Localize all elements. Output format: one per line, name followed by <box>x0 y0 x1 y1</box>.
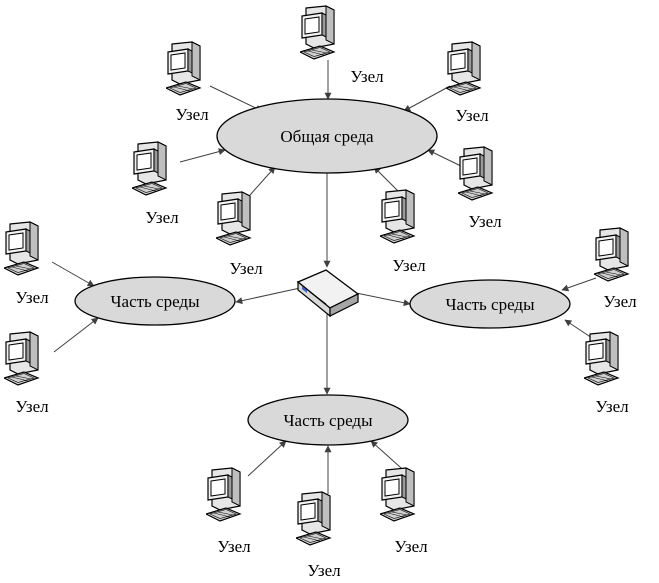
desktop-computer-icon <box>166 41 201 96</box>
node-label: Узел <box>145 208 179 227</box>
node-label: Узел <box>603 292 637 311</box>
node-computer-right-lower: Узел <box>584 331 629 416</box>
node-computer-bottom-left: Узел <box>206 467 251 556</box>
network-switch-icon <box>296 269 360 318</box>
desktop-computer-icon <box>594 227 629 282</box>
node-label: Узел <box>229 259 263 278</box>
arrow-node-top-left <box>209 85 263 112</box>
node-computer-right-upper: Узел <box>594 227 637 311</box>
desktop-computer-icon <box>216 191 251 246</box>
arrow-node-inner-left <box>249 166 276 196</box>
segment-right-label: Часть среды <box>445 295 535 314</box>
node-computer-inner-right: Узел <box>380 189 426 275</box>
node-computer-mid-left: Узел <box>132 141 179 227</box>
connection-arrows <box>51 60 599 494</box>
arrow-switch-to-right <box>355 292 411 307</box>
node-computer-inner-left: Узел <box>216 191 263 278</box>
node-label: Узел <box>595 397 629 416</box>
segment-right: Часть среды <box>409 279 571 329</box>
node-label: Узел <box>394 537 428 556</box>
arrow-node-top-right <box>403 85 451 112</box>
node-label: Узел <box>468 212 502 231</box>
node-computer-mid-right: Узел <box>458 146 502 231</box>
node-computer-top-left: Узел <box>166 41 209 124</box>
desktop-computer-icon <box>584 331 619 386</box>
segment-bottom-label: Часть среды <box>283 411 373 430</box>
desktop-computer-icon <box>300 5 335 60</box>
arrow-node-right-upper <box>561 277 597 292</box>
node-computer-bottom-center: Узел <box>296 491 341 580</box>
node-computer-bottom-right: Узел <box>380 467 428 556</box>
desktop-computer-icon <box>296 491 331 546</box>
desktop-computer-icon <box>4 331 39 386</box>
node-label: Узел <box>350 67 384 86</box>
node-computer-top-right: Узел <box>446 41 489 125</box>
node-label: Узел <box>15 397 49 416</box>
node-label: Узел <box>455 106 489 125</box>
node-label: Узел <box>175 105 209 124</box>
arrow-node-inner-right <box>373 166 401 194</box>
node-label: Узел <box>15 288 49 307</box>
node-computer-left-upper: Узел <box>4 221 49 307</box>
desktop-computer-icon <box>446 41 481 96</box>
node-label: Узел <box>217 537 251 556</box>
arrow-node-mid-right <box>427 149 466 169</box>
segment-left: Часть среды <box>74 276 236 326</box>
desktop-computer-icon <box>380 467 415 522</box>
arrow-node-bottom-left <box>247 440 287 477</box>
arrow-node-left-lower <box>53 317 99 353</box>
arrow-node-mid-left <box>179 148 226 163</box>
segment-left-label: Часть среды <box>110 292 200 311</box>
desktop-computer-icon <box>4 221 39 276</box>
desktop-computer-icon <box>132 141 167 196</box>
node-computer-left-lower: Узел <box>4 331 49 416</box>
central-medium: Общая среда <box>216 98 438 174</box>
arrow-node-left-upper <box>51 261 95 287</box>
desktop-computer-icon <box>380 189 415 244</box>
node-computer-top-center: Узел <box>300 5 384 86</box>
segment-bottom: Часть среды <box>247 394 409 446</box>
node-label: Узел <box>307 561 341 580</box>
central-medium-label: Общая среда <box>280 127 374 146</box>
desktop-computer-icon <box>458 146 493 201</box>
node-label: Узел <box>392 256 426 275</box>
desktop-computer-icon <box>206 467 241 522</box>
arrow-switch-to-left <box>235 287 301 305</box>
